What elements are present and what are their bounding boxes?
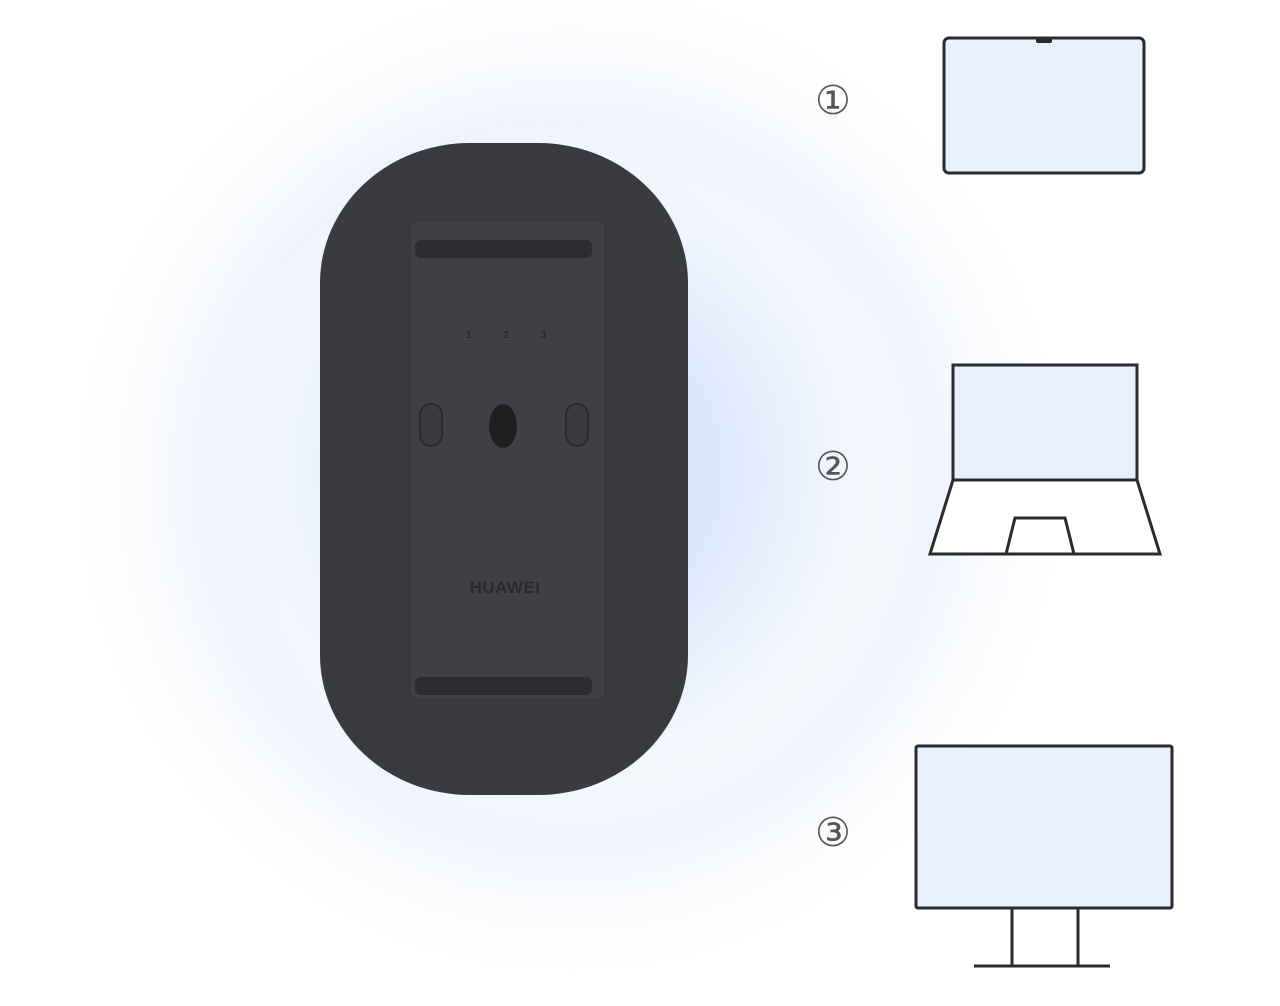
power-switch: [419, 403, 443, 447]
device-number-3: ③: [815, 810, 851, 856]
device-number-2: ②: [815, 444, 851, 490]
channel-label: 1: [466, 330, 472, 341]
bottom-glide-pad: [415, 677, 592, 695]
pair-button: [565, 403, 589, 447]
monitor-icon: [914, 744, 1174, 968]
brand-logo: HUAWEI: [469, 578, 541, 597]
optical-sensor: [489, 404, 517, 448]
mouse-bottom: [320, 143, 688, 795]
channel-label: 2: [503, 330, 509, 341]
channel-labels: 1 2 3: [466, 330, 546, 341]
laptop-icon: [927, 363, 1163, 556]
tablet-icon: [942, 36, 1146, 175]
top-glide-pad: [415, 240, 592, 258]
channel-label: 3: [540, 330, 546, 341]
device-number-1: ①: [815, 78, 851, 124]
